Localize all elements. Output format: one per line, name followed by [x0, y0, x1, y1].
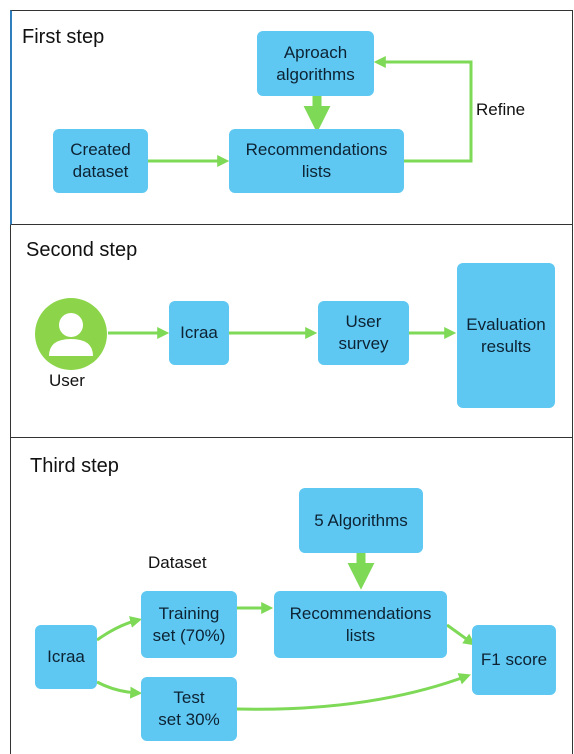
user-survey-box: User survey	[318, 301, 409, 365]
user-label: User	[49, 371, 85, 390]
training-set-box: Training set (70%)	[141, 591, 237, 658]
recommendations-lists-box-2: Recommendations lists	[274, 591, 447, 658]
created-dataset-box: Created dataset	[53, 129, 148, 193]
recommendations-lists-box: Recommendations lists	[229, 129, 404, 193]
dataset-label: Dataset	[148, 553, 207, 572]
test-set-box: Test set 30%	[141, 677, 237, 741]
second-step-title: Second step	[26, 239, 138, 261]
evaluation-results-box: Evaluation results	[457, 263, 555, 408]
five-algorithms-box: 5 Algorithms	[299, 488, 423, 553]
user-avatar	[35, 298, 107, 370]
approach-algorithms-box: Aproach algorithms	[257, 31, 374, 96]
refine-label: Refine	[476, 100, 526, 119]
icraa-box-2: Icraa	[35, 625, 97, 689]
first-step-title: First step	[22, 26, 105, 48]
user-icon	[49, 313, 93, 356]
f1-score-box: F1 score	[472, 625, 556, 695]
third-step-title: Third step	[30, 455, 119, 477]
icraa-box: Icraa	[169, 301, 229, 365]
